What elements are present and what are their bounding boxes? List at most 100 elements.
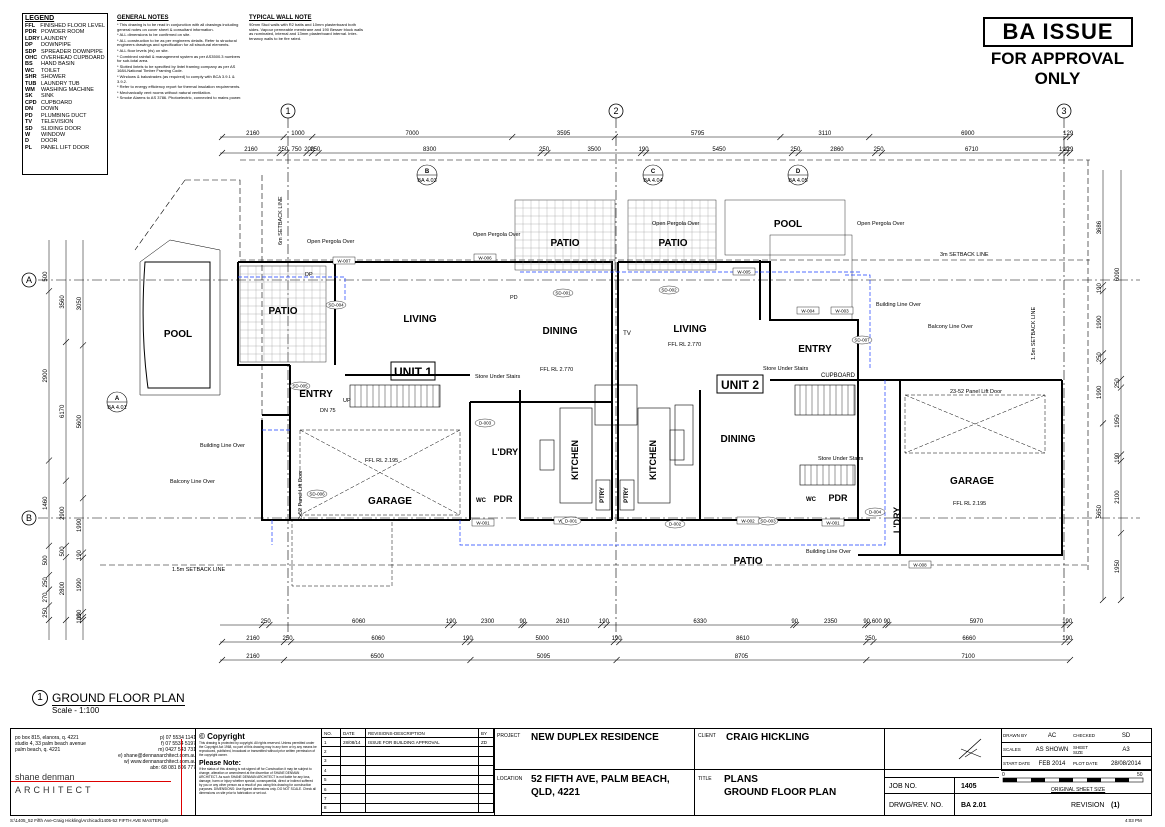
ba-issue-title: BA ISSUE bbox=[983, 17, 1133, 47]
section-marker: BBA 4.03 bbox=[416, 164, 438, 186]
legend-desc: SINK bbox=[41, 93, 54, 100]
revision-header: NO. bbox=[322, 729, 341, 738]
revision-cell: 7 bbox=[322, 793, 341, 804]
label-balcony-2: Balcony Line Over bbox=[928, 324, 973, 330]
legend-code: CPD bbox=[25, 99, 37, 106]
svg-text:BA 4.05: BA 4.05 bbox=[788, 178, 807, 184]
dimension-label: 6060 bbox=[352, 619, 366, 625]
revision-cell bbox=[365, 756, 479, 767]
dimension-lines bbox=[48, 136, 1122, 661]
door-tag: D-004 bbox=[864, 507, 886, 517]
door-tag: SD-007 bbox=[851, 335, 873, 345]
svg-text:D-002: D-002 bbox=[669, 522, 682, 527]
svg-text:D-003: D-003 bbox=[479, 421, 492, 426]
dimension-label: 5095 bbox=[537, 654, 551, 660]
scale-bar-zero: 0 bbox=[1002, 772, 1005, 778]
legend-code: FFL bbox=[25, 23, 36, 29]
window-tag: W-001 bbox=[821, 518, 845, 527]
revision-value: (1) bbox=[1111, 802, 1120, 809]
legend-code: BS bbox=[25, 61, 33, 68]
architect-firm: ARCHITECT bbox=[15, 785, 94, 795]
room-pdr-2: PDR bbox=[828, 493, 848, 503]
svg-text:C: C bbox=[651, 169, 656, 175]
dimension-label: 2160 bbox=[246, 636, 260, 642]
legend-desc: DOWNPIPE bbox=[41, 42, 71, 49]
revision-cell bbox=[340, 746, 366, 757]
revision-cell bbox=[340, 784, 366, 795]
revision-label: REVISION bbox=[1071, 802, 1105, 809]
meta-label: DRAWN BY bbox=[1003, 733, 1028, 738]
legend-desc: SPREADER DOWNPIPE bbox=[41, 48, 103, 55]
revision-cell: ISSUE FOR BUILDING APPROVAL bbox=[365, 737, 479, 748]
label-open-pergola-4: Open Pergola Over bbox=[857, 221, 905, 227]
dimension-label: 250 bbox=[283, 636, 294, 642]
legend-desc: PLUMBING DUCT bbox=[41, 112, 87, 119]
room-patio-2: PATIO bbox=[658, 238, 687, 249]
room-unit-1: UNIT 1 bbox=[394, 365, 432, 379]
label-pd: PD bbox=[510, 295, 518, 301]
door-tag: D-001 bbox=[560, 516, 582, 526]
room-pool-right: POOL bbox=[774, 219, 802, 230]
dimension-label: 1990 bbox=[1097, 385, 1103, 399]
revision-row: 8 bbox=[322, 803, 494, 814]
dimension-label: 190 bbox=[1062, 636, 1073, 642]
revision-cell bbox=[340, 775, 366, 785]
office-contacts: p) 07 5534 1141 f) 07 5534 5197 m) 0427 … bbox=[118, 735, 196, 771]
dimension-label: 5450 bbox=[712, 147, 726, 153]
wall-note-text: 90mm Stud walls with R2 batts and 10mm p… bbox=[249, 22, 363, 41]
revision-cell: 2 bbox=[322, 746, 341, 757]
wall-note: TYPICAL WALL NOTE 90mm Stud walls with R… bbox=[249, 15, 364, 42]
revision-header: DATE bbox=[340, 729, 366, 738]
legend-desc: DOWN bbox=[41, 106, 59, 113]
dimension-label: 3110 bbox=[818, 131, 832, 137]
client-name: CRAIG HICKLING bbox=[726, 732, 810, 743]
revision-cell bbox=[365, 746, 479, 757]
grid-col-2: 2 bbox=[613, 106, 618, 116]
revision-cell bbox=[340, 803, 366, 814]
room-pool-left: POOL bbox=[164, 329, 192, 340]
legend-code: PD bbox=[25, 112, 33, 119]
revision-cell: 1 bbox=[322, 737, 341, 748]
meta-value: 28/08/2014 bbox=[1110, 760, 1142, 767]
scale-bar-fifty: 50 bbox=[1137, 772, 1143, 778]
svg-text:SD-001: SD-001 bbox=[555, 291, 571, 296]
project-name: NEW DUPLEX RESIDENCE bbox=[531, 732, 659, 743]
section-marker: ABA 4.01 bbox=[106, 391, 128, 413]
window-tag: W-001 bbox=[471, 518, 495, 527]
revision-cell bbox=[340, 793, 366, 804]
legend-code: WC bbox=[25, 67, 35, 74]
legend-code: OHC bbox=[25, 55, 38, 62]
dimension-label: 2900 bbox=[60, 506, 66, 520]
label-dp: DP bbox=[305, 272, 313, 278]
legend-item: BS HAND BASIN bbox=[25, 61, 105, 67]
room-kitchen-1: KITCHEN bbox=[570, 440, 580, 480]
room-wc-2: WC bbox=[806, 497, 817, 503]
dimension-label: 3595 bbox=[557, 131, 571, 137]
window-tag: W-006 bbox=[473, 253, 497, 262]
revision-cell: ZD bbox=[478, 737, 494, 748]
dimension-label: 190 bbox=[612, 636, 623, 642]
sheet-title-1: PLANS bbox=[724, 774, 758, 785]
dimension-label: 500 bbox=[43, 555, 49, 566]
balcony-lines bbox=[238, 271, 886, 546]
legend-code: PDR bbox=[25, 29, 37, 36]
dimension-label: 2160 bbox=[246, 131, 260, 137]
unit1-walls bbox=[237, 261, 613, 521]
dimension-label: 2860 bbox=[830, 147, 844, 153]
dimension-label: 129 bbox=[1063, 147, 1074, 153]
label-ffl-living2: FFL RL 2.770 bbox=[668, 342, 701, 348]
dimension-label: 8300 bbox=[423, 147, 437, 153]
dimension-label: 250 bbox=[1115, 378, 1121, 389]
legend-code: SK bbox=[25, 93, 33, 100]
legend-code: PL bbox=[25, 144, 33, 151]
room-entry-2: ENTRY bbox=[798, 344, 832, 355]
dimension-label: 2610 bbox=[556, 619, 570, 625]
meta-value: A3 bbox=[1122, 746, 1130, 753]
revision-cell bbox=[365, 793, 479, 804]
legend-desc: HAND BASIN bbox=[41, 61, 75, 68]
